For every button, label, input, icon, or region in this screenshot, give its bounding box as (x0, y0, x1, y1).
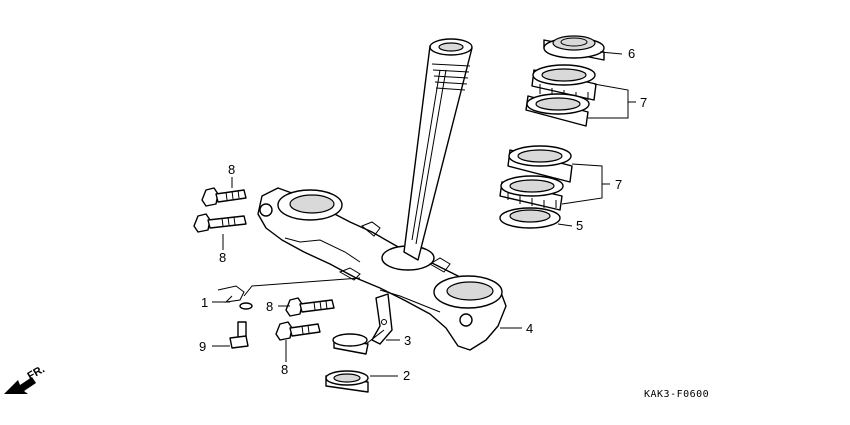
callout-9: 9 (199, 339, 206, 354)
top-cone-race (543, 35, 605, 61)
lower-seal (325, 370, 369, 393)
callout-4: 4 (526, 321, 533, 336)
bolt-lower-1 (285, 297, 335, 317)
front-direction-arrow: FR. (4, 363, 47, 394)
arrow-icon (4, 377, 36, 394)
drawing-code: KAK3-F0600 (644, 389, 709, 400)
callout-2: 2 (403, 368, 410, 383)
upper-steering-bearing (525, 64, 597, 127)
callout-1: 1 (201, 295, 208, 310)
front-label: FR. (26, 363, 47, 382)
lower-dust-seal (499, 207, 561, 229)
bolt-lower-2 (275, 321, 321, 341)
bolt-upper-1 (201, 187, 247, 207)
lower-steering-bearing (499, 145, 573, 211)
screw (229, 321, 249, 349)
cable-guide (332, 329, 385, 355)
callout-7-lower: 7 (615, 177, 622, 192)
callout-6: 6 (628, 46, 635, 61)
callout-7-upper: 7 (640, 95, 647, 110)
bolt-upper-2 (193, 213, 247, 233)
callout-8-top: 8 (228, 162, 235, 177)
callout-8-right: 8 (266, 299, 273, 314)
wire-clip (217, 285, 253, 310)
callout-5: 5 (576, 218, 583, 233)
callout-8-bottom: 8 (281, 362, 288, 377)
steering-stem-assembly (257, 38, 507, 351)
leader-lines (212, 51, 636, 377)
callout-8-mid: 8 (219, 250, 226, 265)
callout-3: 3 (404, 333, 411, 348)
